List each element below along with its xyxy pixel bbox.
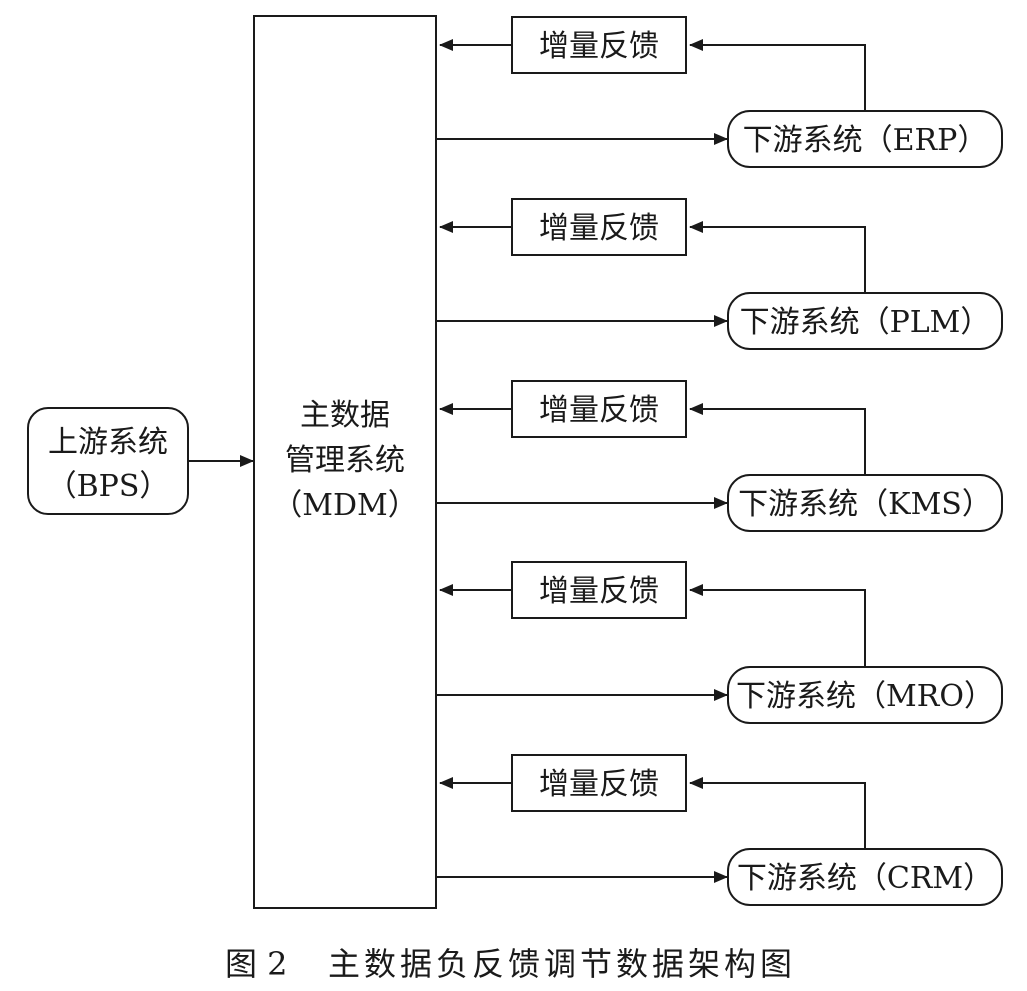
feedback-label: 增量反馈 — [539, 393, 659, 428]
feedback-group-2: 增量反馈 下游系统（KMS） — [436, 380, 1003, 532]
downstream-system-label: 下游系统（MRO） — [736, 679, 994, 714]
feedback-label: 增量反馈 — [539, 211, 659, 246]
downstream-to-feedback-connector — [689, 403, 866, 475]
feedback-box — [511, 16, 687, 74]
feedback-label: 增量反馈 — [539, 767, 659, 802]
figure-title: 主数据负反馈调节数据架构图 — [328, 945, 796, 983]
downstream-system-label: 下游系统（KMS） — [738, 487, 992, 522]
downstream-system-label: 下游系统（PLM） — [740, 305, 991, 340]
feedback-box — [511, 754, 687, 812]
feedback-box — [511, 380, 687, 438]
feedback-group-3: 增量反馈 下游系统（MRO） — [436, 561, 1003, 724]
downstream-to-feedback-connector — [689, 584, 866, 667]
downstream-system-node — [727, 848, 1003, 906]
feedback-group-4: 增量反馈 下游系统（CRM） — [436, 754, 1003, 906]
downstream-system-node — [727, 666, 1003, 724]
mdm-label-line1: 主数据 — [300, 398, 390, 433]
upstream-system-label: 上游系统 — [48, 425, 168, 460]
downstream-system-label: 下游系统（ERP） — [743, 123, 988, 158]
mdm-label-line2: 管理系统 — [285, 443, 405, 478]
feedback-group-1: 增量反馈 下游系统（PLM） — [436, 198, 1003, 350]
downstream-system-label: 下游系统（CRM） — [737, 861, 993, 896]
upstream-system-node: 上游系统 （BPS） — [27, 407, 189, 515]
mdm-node: 主数据 管理系统 （MDM） — [253, 15, 437, 909]
downstream-to-feedback-connector — [689, 39, 866, 111]
upstream-system-code: （BPS） — [47, 469, 170, 504]
mdm-label-line3: （MDM） — [272, 488, 418, 523]
downstream-system-node — [727, 474, 1003, 532]
downstream-system-node — [727, 110, 1003, 168]
figure-caption: 图 2 主数据负反馈调节数据架构图 — [225, 945, 796, 983]
feedback-box — [511, 198, 687, 256]
feedback-label: 增量反馈 — [539, 574, 659, 609]
feedback-label: 增量反馈 — [539, 29, 659, 64]
figure-number: 图 2 — [225, 945, 288, 983]
downstream-to-feedback-connector — [689, 777, 866, 849]
downstream-system-node — [727, 292, 1003, 350]
feedback-group-0: 增量反馈 下游系统（ERP） — [436, 16, 1003, 168]
downstream-to-feedback-connector — [689, 221, 866, 293]
feedback-box — [511, 561, 687, 619]
